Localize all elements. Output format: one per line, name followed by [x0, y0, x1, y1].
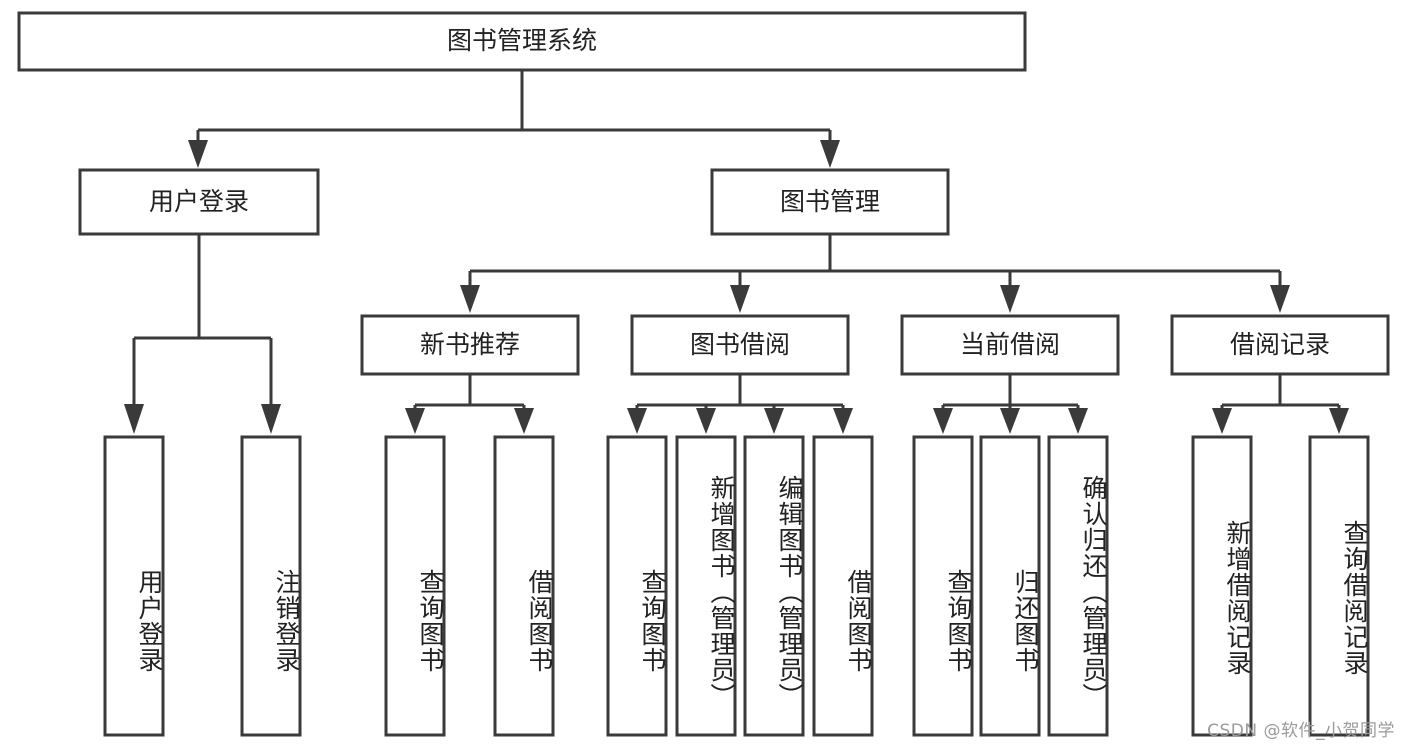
node-root-box[interactable] — [17, 11, 1027, 72]
node-user-login-box[interactable] — [78, 168, 320, 236]
arrow-head-book-borrow — [730, 285, 750, 313]
arrow-head-current-borrow — [1000, 285, 1020, 313]
watermark-text: CSDN @软件_小贺同学 — [1207, 721, 1395, 741]
arrow-head-leaf-edit-book — [764, 408, 784, 434]
arrow-head-book-management — [820, 140, 840, 168]
node-leaf-borrow-book-2-box[interactable] — [812, 435, 874, 737]
node-current-borrow-box[interactable] — [900, 314, 1120, 376]
arrow-head-new-book-recommend — [460, 285, 480, 313]
arrow-head-leaf-logout — [261, 404, 281, 434]
node-book-management-box[interactable] — [710, 168, 950, 236]
arrow-head-leaf-user-login — [124, 404, 144, 434]
arrow-head-leaf-add-book — [696, 408, 716, 434]
arrow-head-user-login — [188, 140, 208, 168]
node-new-book-recommend-box[interactable] — [360, 314, 580, 376]
node-leaf-query-book-1-box[interactable] — [384, 435, 446, 737]
arrow-head-leaf-query-book-1 — [405, 408, 425, 434]
node-leaf-query-record-box[interactable] — [1308, 435, 1370, 737]
arrow-head-leaf-borrow-book-1 — [514, 408, 534, 434]
node-leaf-edit-book-box[interactable] — [743, 435, 805, 737]
node-leaf-user-login-box[interactable] — [103, 435, 165, 737]
arrow-head-leaf-confirm-return — [1068, 408, 1088, 434]
arrow-head-borrow-record — [1270, 285, 1290, 313]
arrow-head-leaf-return-book — [1000, 408, 1020, 434]
node-leaf-add-record-box[interactable] — [1191, 435, 1253, 737]
node-borrow-record-box[interactable] — [1170, 314, 1390, 376]
node-leaf-return-book-box[interactable] — [979, 435, 1041, 737]
node-leaf-query-book-2-box[interactable] — [606, 435, 668, 737]
node-book-borrow-box[interactable] — [630, 314, 850, 376]
arrow-head-leaf-query-book-3 — [933, 408, 953, 434]
arrow-head-leaf-add-record — [1212, 408, 1232, 434]
arrow-head-leaf-query-record — [1329, 408, 1349, 434]
node-leaf-logout-box[interactable] — [240, 435, 302, 737]
node-leaf-borrow-book-1-box[interactable] — [493, 435, 555, 737]
node-leaf-add-book-box[interactable] — [675, 435, 737, 737]
node-leaf-query-book-3-box[interactable] — [912, 435, 974, 737]
arrow-head-leaf-borrow-book-2 — [833, 408, 853, 434]
arrow-head-leaf-query-book-2 — [627, 408, 647, 434]
node-leaf-confirm-return-box[interactable] — [1047, 435, 1109, 737]
